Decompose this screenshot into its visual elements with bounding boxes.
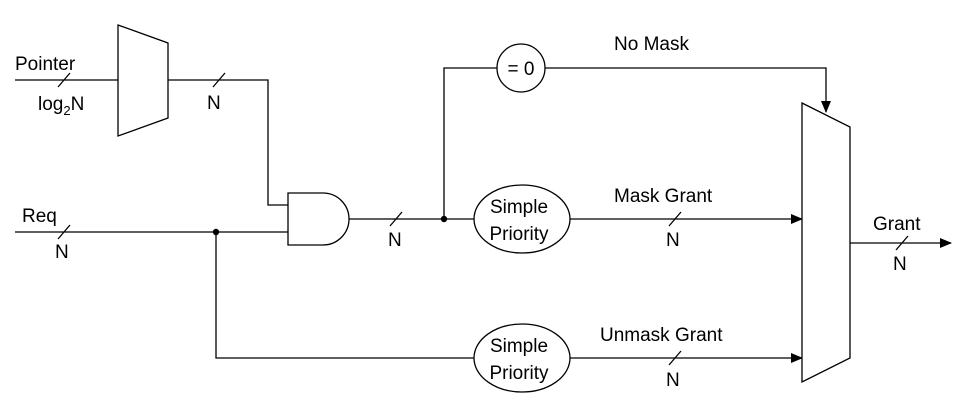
req-label: Req [22, 206, 57, 227]
pointer-label: Pointer [15, 54, 76, 75]
unmasked-req-wire [215, 232, 474, 359]
mask-grant-label: Mask Grant [614, 186, 713, 207]
and-output-width-label: N [388, 230, 402, 251]
pointer-bus-slash [57, 72, 71, 88]
unmasked-simple-priority-label-line1: Simple [490, 336, 548, 357]
mask-grant-width-label: N [666, 230, 680, 251]
zero-detect-input-wire [443, 67, 497, 219]
unmasked-simple-priority-label-line2: Priority [489, 363, 549, 384]
and-gate [287, 192, 350, 246]
unmask-grant-width-label: N [666, 370, 680, 391]
unmask-grant-bus-slash [668, 350, 682, 366]
grant-label: Grant [873, 214, 921, 235]
pointer-width-label: log2N [38, 94, 84, 118]
masked-simple-priority-label-line1: Simple [490, 197, 548, 218]
mask-grant-bus-slash [668, 211, 682, 227]
req-width-label: N [55, 242, 69, 263]
no-mask-wire [545, 67, 831, 113]
decoder-output-width-label: N [207, 93, 221, 114]
no-mask-label: No Mask [614, 34, 689, 55]
and-output-bus-slash [389, 211, 403, 227]
decoder [117, 24, 169, 137]
output-mux [801, 101, 851, 384]
decoder-output-bus-slash [212, 72, 226, 88]
zero-detect-label: = 0 [508, 59, 535, 80]
grant-width-label: N [893, 254, 907, 275]
req-bus-slash [57, 224, 71, 240]
masked-simple-priority-label-line2: Priority [489, 224, 549, 245]
unmask-grant-label: Unmask Grant [600, 325, 723, 346]
decoder-output-wire [168, 79, 288, 206]
grant-output-bus-slash [895, 235, 909, 251]
